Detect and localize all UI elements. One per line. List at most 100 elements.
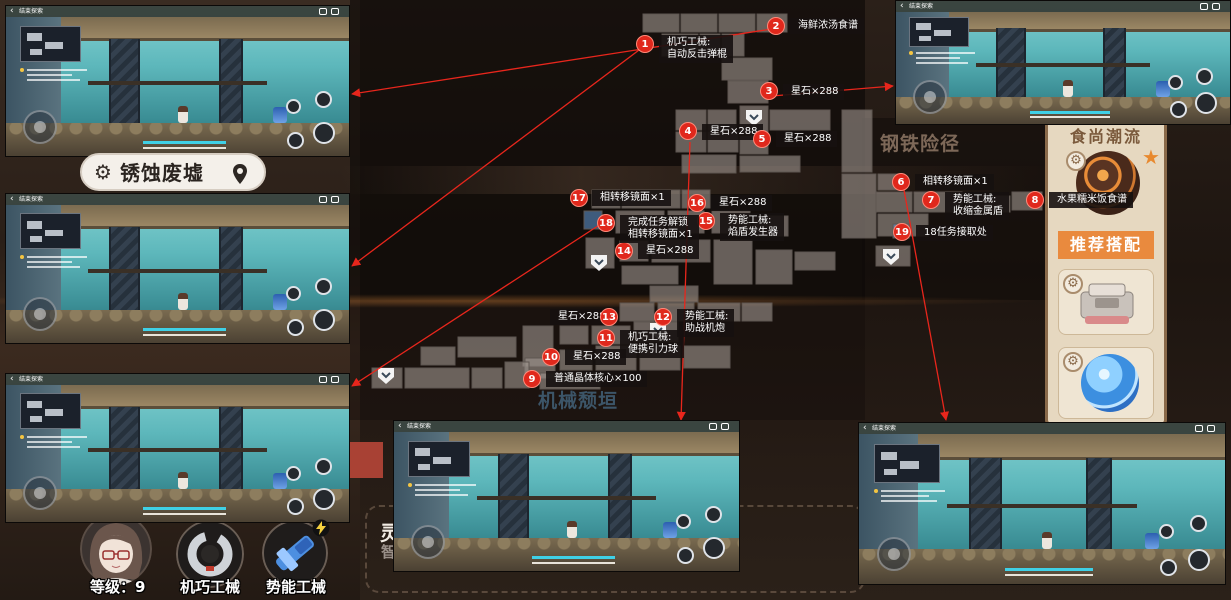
minimap-room (29, 416, 42, 423)
map-room (667, 210, 705, 234)
energy-bar (143, 333, 226, 336)
dodge-button[interactable] (287, 131, 305, 149)
map-room (420, 346, 456, 366)
menu-icon[interactable] (331, 196, 339, 203)
menu-icon[interactable] (331, 376, 339, 383)
menu-icon[interactable] (1212, 3, 1220, 10)
menu-icon[interactable] (331, 8, 339, 15)
minimap[interactable] (19, 25, 82, 62)
minimap[interactable] (19, 393, 82, 429)
dodge-button[interactable] (1169, 100, 1187, 118)
virtual-joystick[interactable] (23, 476, 58, 511)
map-room (707, 131, 739, 153)
map-room (681, 154, 737, 174)
exit-exploration-button[interactable]: 结束探索 (19, 196, 44, 203)
menu-icon[interactable] (721, 423, 729, 430)
guide-line (676, 141, 691, 421)
map-room (841, 109, 873, 173)
quest-dot-icon (873, 489, 878, 493)
quest-line (26, 435, 88, 438)
gear-icon: ⚙ (1066, 151, 1086, 171)
quest-line (916, 62, 968, 65)
gadget-button[interactable] (285, 286, 301, 302)
skill-button[interactable] (1196, 67, 1214, 85)
quest-tracker (19, 255, 95, 274)
map-room (875, 191, 913, 213)
exit-exploration-button[interactable]: 结束探索 (909, 3, 934, 10)
virtual-joystick[interactable] (23, 297, 58, 332)
virtual-joystick[interactable] (23, 110, 58, 144)
player-character (177, 293, 188, 311)
virtual-joystick[interactable] (912, 80, 947, 115)
bag-icon[interactable] (319, 196, 327, 203)
bag-icon[interactable] (709, 423, 717, 430)
bag-icon[interactable] (319, 8, 327, 15)
back-arrow-icon[interactable]: ‹ (10, 6, 14, 16)
quest-line (26, 266, 80, 269)
waypoint-icon (883, 249, 899, 265)
skill-button[interactable] (1189, 515, 1207, 533)
exit-exploration-button[interactable]: 结束探索 (407, 423, 432, 430)
location-name: 锈蚀废墟 (120, 161, 204, 185)
map-pin-icon (233, 164, 247, 184)
map-room (619, 302, 655, 322)
minimap[interactable] (873, 443, 940, 483)
gadget-button[interactable] (1168, 74, 1184, 90)
gadget-button[interactable] (285, 465, 301, 481)
attack-button[interactable] (1188, 549, 1211, 572)
skill-button[interactable] (314, 278, 332, 296)
dodge-button[interactable] (287, 318, 305, 336)
map-room (591, 325, 631, 345)
mech-enemy (273, 473, 288, 490)
quest-line (880, 495, 929, 497)
rock-ceiling (6, 385, 349, 409)
dodge-button[interactable] (287, 497, 305, 515)
minimap[interactable] (407, 440, 470, 477)
attack-button[interactable] (1194, 92, 1217, 115)
rock-ceiling (896, 12, 1230, 32)
attack-button[interactable] (703, 537, 726, 559)
region-name-mech-ruins: 机械颓垣 (538, 390, 619, 412)
back-arrow-icon[interactable]: ‹ (10, 194, 14, 204)
exit-exploration-button[interactable]: 结束探索 (19, 376, 44, 383)
exit-exploration-button[interactable]: 结束探索 (19, 8, 44, 15)
gadget-button[interactable] (1158, 523, 1174, 539)
gadget-button[interactable] (675, 514, 691, 529)
dodge-button[interactable] (677, 546, 695, 564)
skill-button[interactable] (314, 457, 332, 475)
map-room (741, 302, 773, 322)
map-room (739, 155, 801, 173)
player-character (1063, 79, 1073, 97)
gadget-label: 机巧工械 (180, 578, 241, 596)
exit-exploration-button[interactable]: 结束探索 (872, 425, 897, 432)
back-arrow-icon[interactable]: ‹ (398, 421, 402, 431)
bag-icon[interactable] (319, 376, 327, 383)
quest-line (414, 493, 468, 496)
back-arrow-icon[interactable]: ‹ (900, 1, 904, 11)
player-character (566, 521, 577, 538)
attack-button[interactable] (313, 488, 336, 511)
virtual-joystick[interactable] (411, 525, 446, 559)
gadget-button[interactable] (285, 99, 301, 114)
gadget-portrait (176, 520, 244, 588)
minimap-room (900, 461, 920, 469)
attack-button[interactable] (313, 309, 336, 332)
back-arrow-icon[interactable]: ‹ (10, 374, 14, 384)
map-room (559, 325, 589, 345)
map-room (595, 345, 637, 371)
quest-tracker (19, 67, 95, 88)
skill-button[interactable] (704, 506, 722, 523)
minimap-room (417, 463, 430, 470)
minimap[interactable] (909, 16, 970, 47)
dodge-button[interactable] (1160, 558, 1178, 576)
bag-icon[interactable] (1195, 425, 1203, 432)
menu-icon[interactable] (1207, 425, 1215, 432)
back-arrow-icon[interactable]: ‹ (863, 423, 867, 433)
quest-line (26, 261, 72, 264)
attack-button[interactable] (313, 122, 336, 144)
bag-icon[interactable] (1200, 3, 1208, 10)
skill-button[interactable] (314, 91, 332, 108)
virtual-joystick[interactable] (877, 537, 912, 572)
guide-line (351, 27, 779, 98)
minimap[interactable] (19, 213, 82, 250)
